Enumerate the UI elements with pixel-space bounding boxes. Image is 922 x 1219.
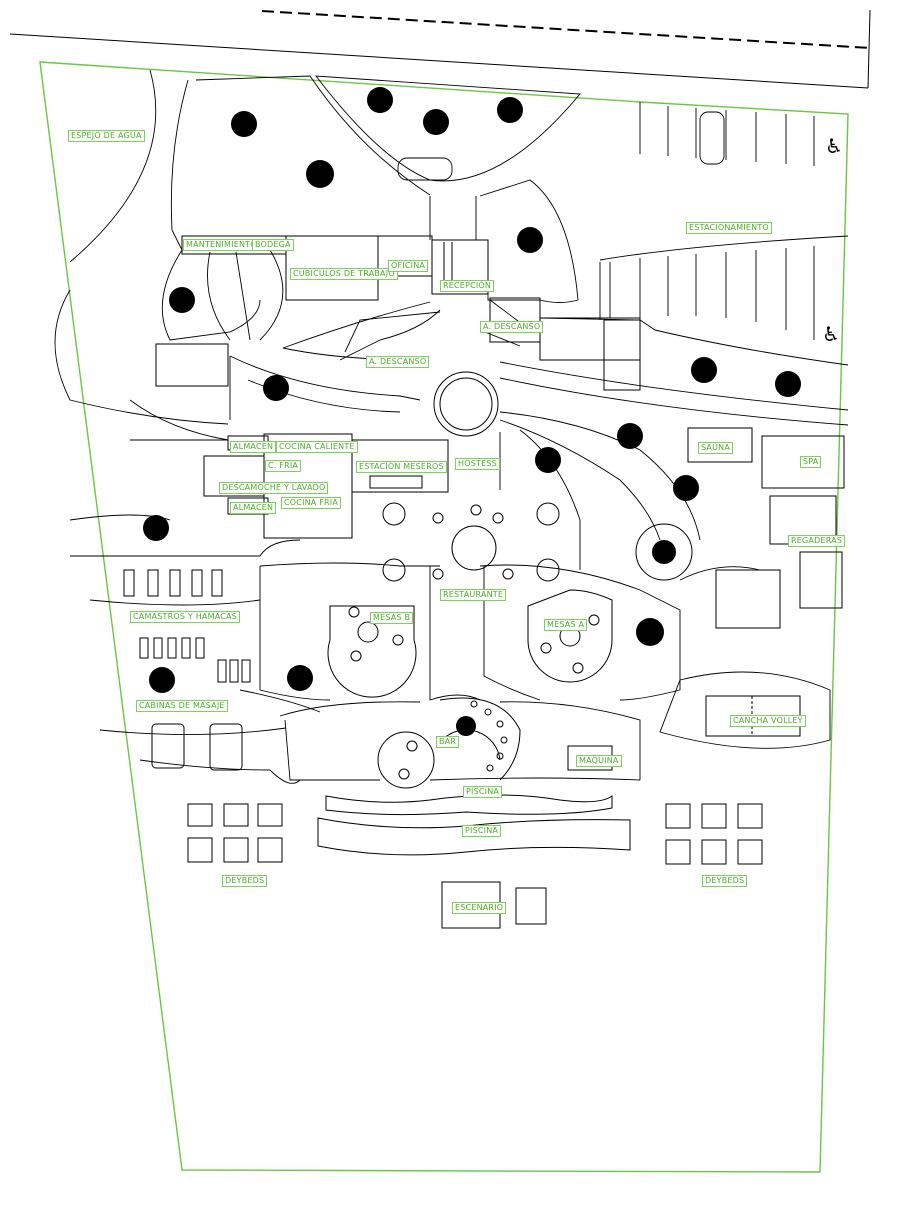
plazas xyxy=(317,371,693,856)
label-escenario: ESCENARIO xyxy=(452,902,507,914)
top-road xyxy=(9,9,871,89)
label-cabinas: CABINAS DE MASAJE xyxy=(136,700,228,712)
label-oficina: OFICINA xyxy=(388,260,429,272)
wheelchair-icon: ♿ xyxy=(825,134,843,158)
label-estacion-meseros: ESTACIÓN MESEROS xyxy=(356,461,447,473)
trees xyxy=(143,87,801,736)
label-regaderas: REGADERAS xyxy=(788,535,846,547)
paths xyxy=(54,69,849,784)
label-piscina-2: PISCINA xyxy=(462,825,502,837)
label-mesas-b: MESAS B xyxy=(370,612,414,624)
label-c-fria: C. FRIA xyxy=(265,460,302,472)
label-sauna: SAUNA xyxy=(698,442,734,454)
label-descamoche: DESCAMOCHE Y LAVADO xyxy=(219,482,329,494)
label-almacen-2: ALMACEN xyxy=(230,502,277,514)
label-piscina-1: PISCINA xyxy=(463,786,503,798)
label-spa: SPA xyxy=(800,456,822,468)
label-deybeds-right: DEYBEDS xyxy=(702,875,748,887)
parking xyxy=(397,102,815,340)
label-mantenimiento: MANTENIMIENTO xyxy=(183,239,260,251)
label-espejo-agua: ESPEJO DE AGUA xyxy=(68,130,145,142)
label-mesas-a: MESAS A xyxy=(544,619,588,631)
label-cubiculos: CUBICULOS DE TRABAJO xyxy=(290,268,398,280)
label-restaurante: RESTAURANTE xyxy=(440,589,507,601)
site-boundary xyxy=(39,61,849,1173)
label-a-descanso-2: A. DESCANSO xyxy=(366,356,430,368)
label-deybeds-left: DEYBEDS xyxy=(222,875,268,887)
loungers xyxy=(123,569,801,865)
label-estacionamiento: ESTACIONAMIENTO xyxy=(686,222,772,234)
label-hostess: HOSTESS xyxy=(455,458,500,470)
tables xyxy=(348,502,600,780)
label-bodega: BODEGA xyxy=(252,239,294,251)
label-a-descanso-1: A. DESCANSO xyxy=(480,321,544,333)
label-maquina: MAQUINA xyxy=(576,755,622,767)
label-bar: BAR xyxy=(436,736,460,748)
label-camastros: CAMASTROS Y HAMACAS xyxy=(130,611,240,623)
label-cocina-fria: COCINA FRIA xyxy=(281,497,342,509)
wheelchair-icon: ♿ xyxy=(822,322,840,346)
label-cocina-caliente: COCINA CALIENTE xyxy=(276,441,358,453)
label-cancha: CANCHA VOLLEY xyxy=(730,715,806,727)
label-recepcion: RECEPCIÓN xyxy=(440,280,495,292)
label-almacen-1: ALMACEN xyxy=(230,441,277,453)
